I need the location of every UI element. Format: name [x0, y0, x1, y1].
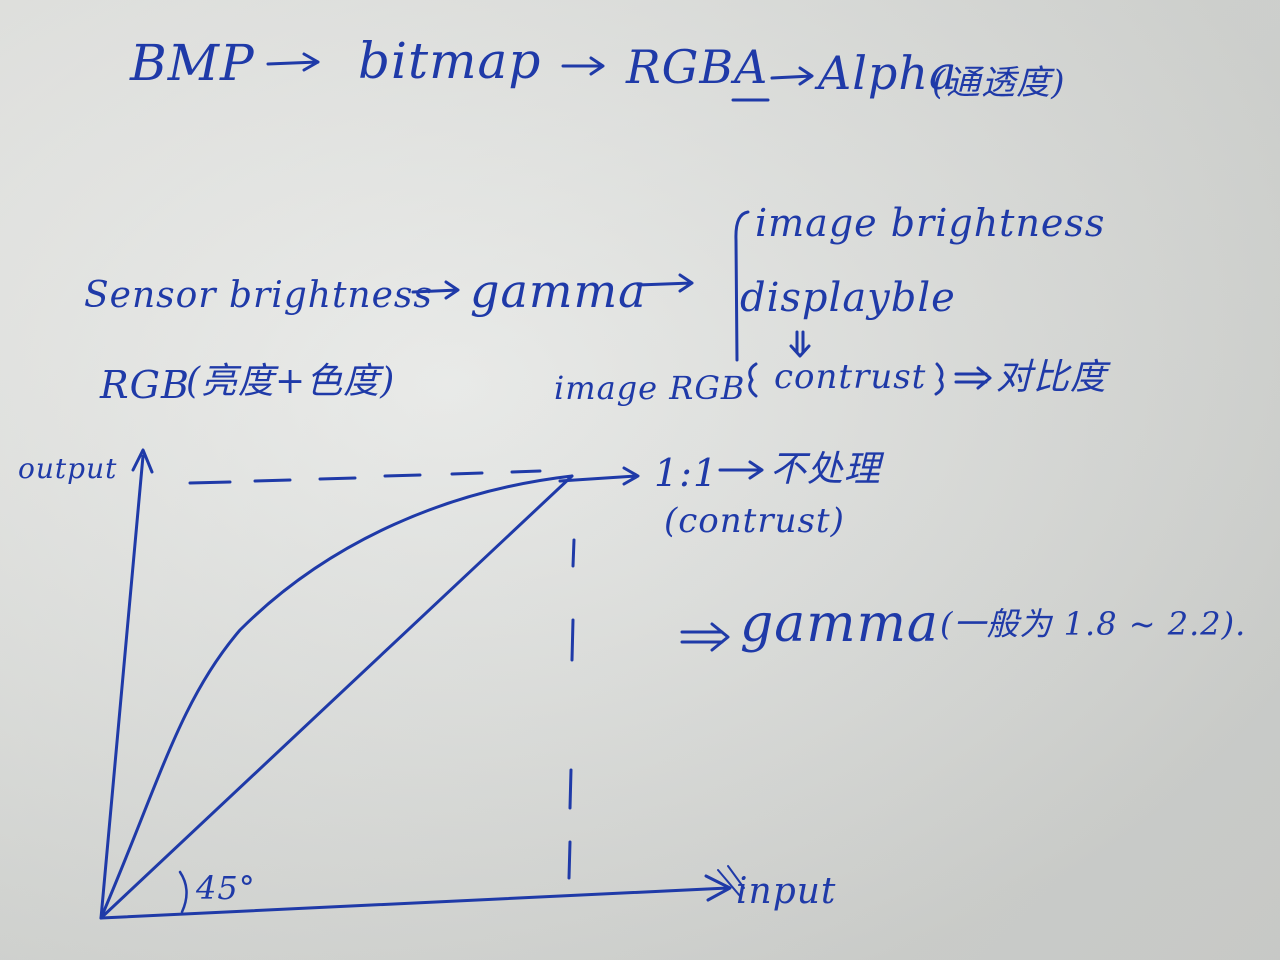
- y-axis: [99, 448, 154, 920]
- displayable-text: displayble: [740, 275, 956, 321]
- vertical-dashed-line: [567, 538, 576, 880]
- sensor-brightness-text: Sensor brightness: [84, 275, 433, 316]
- bmp-text: BMP: [130, 34, 255, 92]
- brace-small-left: [748, 362, 758, 398]
- brace-small-right: [934, 362, 944, 396]
- ratio-text: 1:1: [654, 451, 719, 495]
- x-axis-tip: [717, 865, 745, 897]
- double-down-arrow: [789, 330, 811, 358]
- ratio-paren-text: (contrust): [664, 501, 845, 541]
- double-arrow-gamma: [680, 622, 730, 652]
- ratio-note-text: 不处理: [770, 449, 882, 490]
- gamma-curve: [99, 474, 574, 920]
- y-axis-label: output: [18, 452, 118, 485]
- angle-arc: [178, 870, 188, 914]
- arrow-sensor-gamma: [411, 280, 460, 300]
- image-brightness-text: image brightness: [755, 201, 1106, 245]
- arrow-to-ratio: [558, 466, 640, 486]
- alpha-note-text: (通透度): [932, 63, 1066, 103]
- rgba-text: RGBA: [626, 40, 769, 94]
- top-dashed-line: [188, 469, 542, 485]
- gamma-range-text: (一般为 1.8 ~ 2.2).: [940, 605, 1247, 643]
- gamma-text: gamma: [470, 264, 647, 318]
- arrow-rgba-alpha: [770, 66, 814, 86]
- image-rgb-text: image RGB: [554, 369, 746, 407]
- rgb-text: RGB: [100, 363, 190, 407]
- brace-left: [734, 210, 750, 362]
- x-axis-label: input: [736, 871, 837, 912]
- x-axis: [99, 874, 732, 920]
- angle-label: 45°: [196, 869, 256, 907]
- arrow-ratio-note: [718, 460, 764, 480]
- contrast-cn-text: 对比度: [996, 357, 1108, 398]
- arrow-gamma-brace: [636, 273, 694, 293]
- gamma-label-text: gamma: [740, 594, 939, 654]
- linear-curve: [99, 474, 574, 920]
- rgb-note-text: (亮度+色度): [186, 361, 396, 402]
- alpha-text: Alpha: [818, 46, 958, 100]
- double-arrow-contrast: [954, 366, 992, 390]
- arrow-bmp-bitmap: [266, 52, 320, 72]
- arrow-bitmap-rgba: [561, 56, 605, 76]
- contrast-text: contrust: [774, 357, 927, 397]
- bitmap-text: bitmap: [358, 32, 542, 90]
